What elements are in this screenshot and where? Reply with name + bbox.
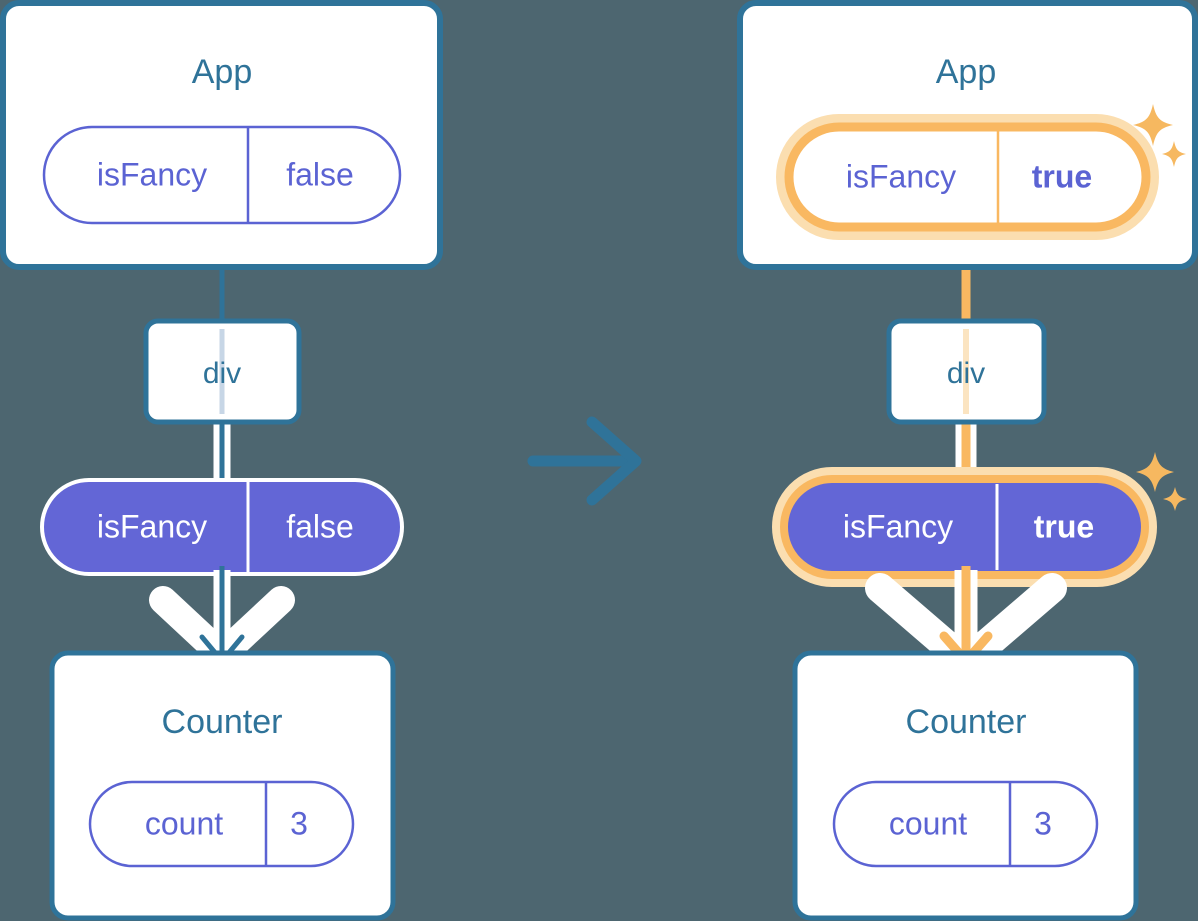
prop-pill-key-before: isFancy [97,508,207,544]
prop-pill-value-before: false [286,508,354,544]
counter-state-key-before: count [145,805,223,841]
app-state-value-after: true [1032,158,1092,194]
app-state-pill-glow-after [776,114,1159,240]
sparkle-group-app [1133,104,1186,167]
transition-arrow-right-icon [527,416,642,506]
sparkle-small-prop-icon [1163,487,1187,511]
app-state-key-before: isFancy [97,156,207,192]
app-title-after: App [936,53,997,91]
app-state-value-before: false [286,156,354,192]
counter-state-pill-after [832,780,1099,868]
counter-state-value-before: 3 [290,805,308,841]
app-state-key-after: isFancy [846,158,956,194]
panel-after: App isFancy true div isFancy true Counte… [737,0,1198,921]
counter-title-before: Counter [162,703,283,741]
app-state-pill-after [784,122,1151,232]
div-label-after: div [947,357,985,390]
sparkle-group-prop [1136,452,1187,511]
counter-state-pill-before [88,780,355,868]
counter-title-after: Counter [906,703,1027,741]
div-label-before: div [203,357,241,390]
sparkle-large-app-icon [1133,104,1173,146]
sparkle-small-app-icon [1162,141,1186,167]
app-title-before: App [192,53,253,91]
prop-pill-key-after: isFancy [843,508,953,544]
panel-before: App isFancy false div isFancy false Coun… [0,0,443,921]
prop-pill-value-after: true [1034,508,1094,544]
counter-state-key-after: count [889,805,967,841]
sparkle-large-prop-icon [1136,452,1174,492]
counter-state-value-after: 3 [1034,805,1052,841]
app-state-pill-before [42,125,402,225]
